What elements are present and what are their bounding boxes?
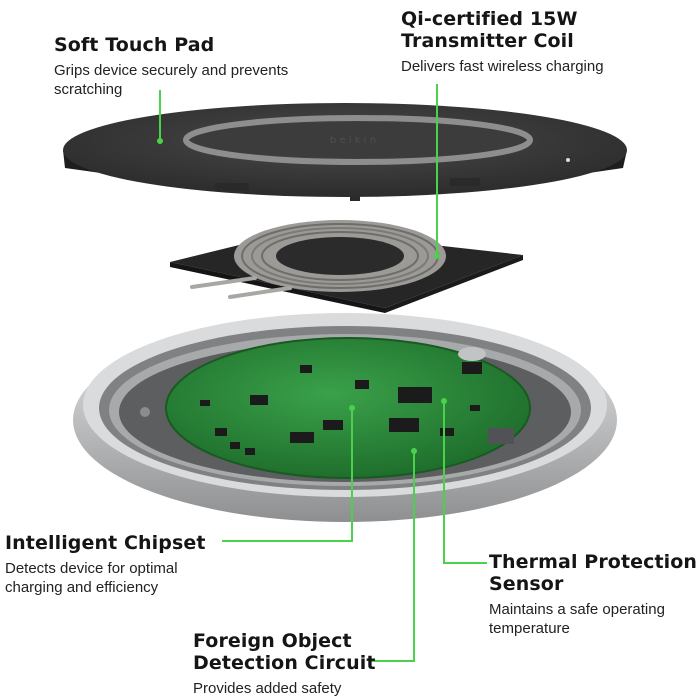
leader-dot-fod-circuit (411, 448, 417, 454)
leader-dot-transmitter-coil (434, 253, 440, 259)
fod-circuit-label: Foreign Object Detection Circuit Provide… (193, 630, 393, 698)
transmitter-coil-title: Qi-certified 15W Transmitter Coil (401, 8, 681, 52)
svg-text:b e l k i n: b e l k i n (330, 135, 376, 146)
fod-circuit-title: Foreign Object Detection Circuit (193, 630, 393, 674)
description-line: Grips device securely and prevents (54, 62, 289, 79)
intelligent-chipset-description: Detects device for optimal charging and … (5, 559, 245, 597)
leader-dot-intelligent-chipset (349, 405, 355, 411)
description-line: charging and efficiency (5, 579, 159, 596)
thermal-sensor-title: Thermal Protection Sensor (489, 551, 699, 595)
soft-touch-pad-label: Soft Touch Pad Grips device securely and… (54, 34, 354, 99)
thermal-sensor-description: Maintains a safe operating temperature (489, 600, 699, 638)
leader-dot-thermal-sensor (441, 398, 447, 404)
soft-touch-pad-description: Grips device securely and prevents scrat… (54, 61, 354, 99)
soft-touch-pad-title: Soft Touch Pad (54, 34, 215, 56)
leader-line-intelligent-chipset (222, 408, 353, 542)
title-line: Transmitter Coil (401, 30, 574, 52)
title-line: Thermal Protection (489, 551, 698, 573)
title-line: Foreign Object (193, 630, 352, 652)
transmitter-coil-label: Qi-certified 15W Transmitter Coil Delive… (401, 8, 681, 76)
description-line: temperature (489, 620, 570, 637)
fod-circuit-description: Provides added safety (193, 680, 342, 697)
leader-dot-soft-touch-pad (157, 138, 163, 144)
leader-lines (157, 84, 487, 662)
transmitter-coil-description: Delivers fast wireless charging (401, 58, 604, 75)
leader-line-thermal-sensor (443, 401, 487, 564)
title-line: Detection Circuit (193, 652, 376, 674)
transmitter-coil-illustration (170, 220, 523, 313)
intelligent-chipset-title: Intelligent Chipset (5, 532, 206, 554)
description-line: Maintains a safe operating (489, 601, 665, 618)
title-line: Sensor (489, 573, 564, 595)
soft-touch-pad-illustration: b e l k i n (63, 103, 627, 201)
title-line: Qi-certified 15W (401, 8, 578, 30)
thermal-sensor-label: Thermal Protection Sensor Maintains a sa… (489, 551, 699, 638)
description-line: Detects device for optimal (5, 560, 178, 577)
intelligent-chipset-label: Intelligent Chipset Detects device for o… (5, 532, 245, 597)
leader-line-fod-circuit (370, 451, 415, 662)
description-line: scratching (54, 81, 123, 98)
base-pcb-illustration (73, 313, 617, 522)
